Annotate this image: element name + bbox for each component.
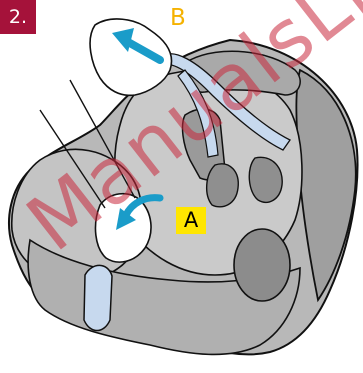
seat-side-disc	[234, 229, 290, 301]
label-a: A	[176, 207, 206, 234]
label-b: B	[170, 4, 186, 32]
step-number-badge: 2.	[0, 0, 36, 34]
